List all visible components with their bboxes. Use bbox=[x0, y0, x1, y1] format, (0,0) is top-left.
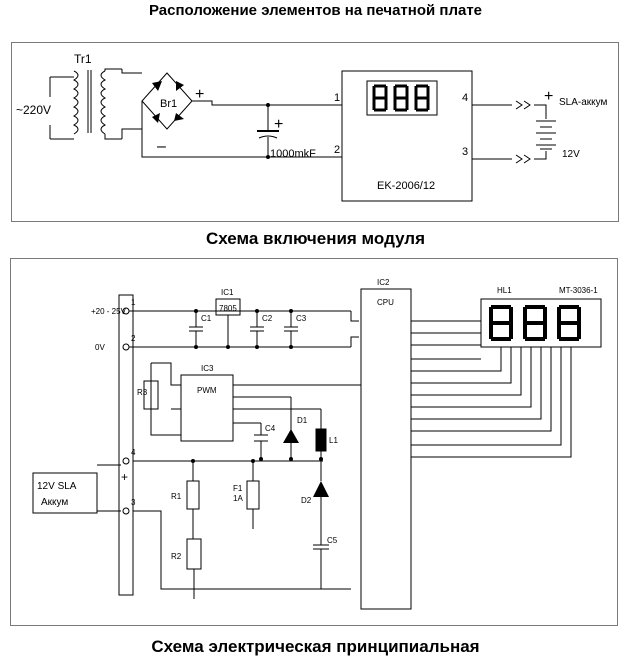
module-label: EK-2006/12 bbox=[377, 180, 435, 192]
hl1-label: HL1 bbox=[497, 286, 512, 295]
f1-label: F1 bbox=[233, 484, 243, 493]
battery-line1: 12V SLA bbox=[37, 481, 77, 492]
connection-diagram: Tr1 ~220V Br1 + – + 1000mkF 1 2 4 3 EK-2… bbox=[16, 52, 608, 202]
term-plus: + bbox=[121, 470, 128, 484]
pin-2: 2 bbox=[334, 144, 340, 156]
hl1-part: MT-3036-1 bbox=[559, 286, 598, 295]
pin-3: 3 bbox=[462, 146, 468, 158]
v0-label: 0V bbox=[95, 343, 105, 352]
schematic-panel: +20 - 25V 0V 1 2 4 3 + IC1 7805 C1 C2 C3… bbox=[10, 258, 618, 626]
caption-bottom: Схема электрическая принципиальная bbox=[151, 637, 480, 656]
battery-label: SLA-аккум bbox=[559, 97, 608, 108]
schematic-diagram: +20 - 25V 0V 1 2 4 3 + IC1 7805 C1 C2 C3… bbox=[32, 278, 602, 610]
d2-label: D2 bbox=[301, 496, 312, 505]
bridge-plus: + bbox=[195, 86, 204, 103]
r2-label: R2 bbox=[171, 552, 182, 561]
caption-top: Расположение элементов на печатной плате bbox=[148, 2, 483, 19]
transformer-label: Tr1 bbox=[74, 52, 92, 66]
battery-voltage: 12V bbox=[562, 149, 580, 160]
d1-label: D1 bbox=[297, 416, 308, 425]
battery-line2: Аккум bbox=[41, 497, 68, 508]
v20-label: +20 - 25V bbox=[91, 307, 127, 316]
caption-middle: Схема включения модуля bbox=[205, 229, 426, 248]
bridge-minus: – bbox=[157, 138, 166, 155]
connection-diagram-panel: Tr1 ~220V Br1 + – + 1000mkF 1 2 4 3 EK-2… bbox=[11, 42, 619, 222]
cap-plus: + bbox=[274, 116, 283, 133]
l1-label: L1 bbox=[329, 436, 338, 445]
ic1-label: IC1 bbox=[221, 288, 234, 297]
pin-1: 1 bbox=[334, 92, 340, 104]
pin-4: 4 bbox=[462, 92, 468, 104]
r3-label: R3 bbox=[137, 388, 148, 397]
pwm-label: PWM bbox=[197, 386, 217, 395]
bridge-label: Br1 bbox=[160, 98, 177, 110]
c3-label: C3 bbox=[296, 314, 307, 323]
r1-label: R1 bbox=[171, 492, 182, 501]
c1-label: C1 bbox=[201, 314, 212, 323]
c5-label: C5 bbox=[327, 536, 338, 545]
f1-value: 1A bbox=[233, 494, 243, 503]
term-3: 3 bbox=[131, 498, 136, 507]
mains-label: ~220V bbox=[16, 103, 51, 117]
c2-label: C2 bbox=[262, 314, 273, 323]
ic3-label: IC3 bbox=[201, 364, 214, 373]
term-2: 2 bbox=[131, 334, 136, 343]
c4-label: C4 bbox=[265, 424, 276, 433]
capacitor-label: 1000mkF bbox=[270, 148, 316, 160]
ic2-label: IC2 bbox=[377, 278, 390, 287]
reg-label: 7805 bbox=[219, 304, 237, 313]
term-1: 1 bbox=[131, 298, 136, 307]
cpu-label: CPU bbox=[377, 298, 394, 307]
term-4: 4 bbox=[131, 448, 136, 457]
battery-plus: + bbox=[544, 88, 553, 105]
